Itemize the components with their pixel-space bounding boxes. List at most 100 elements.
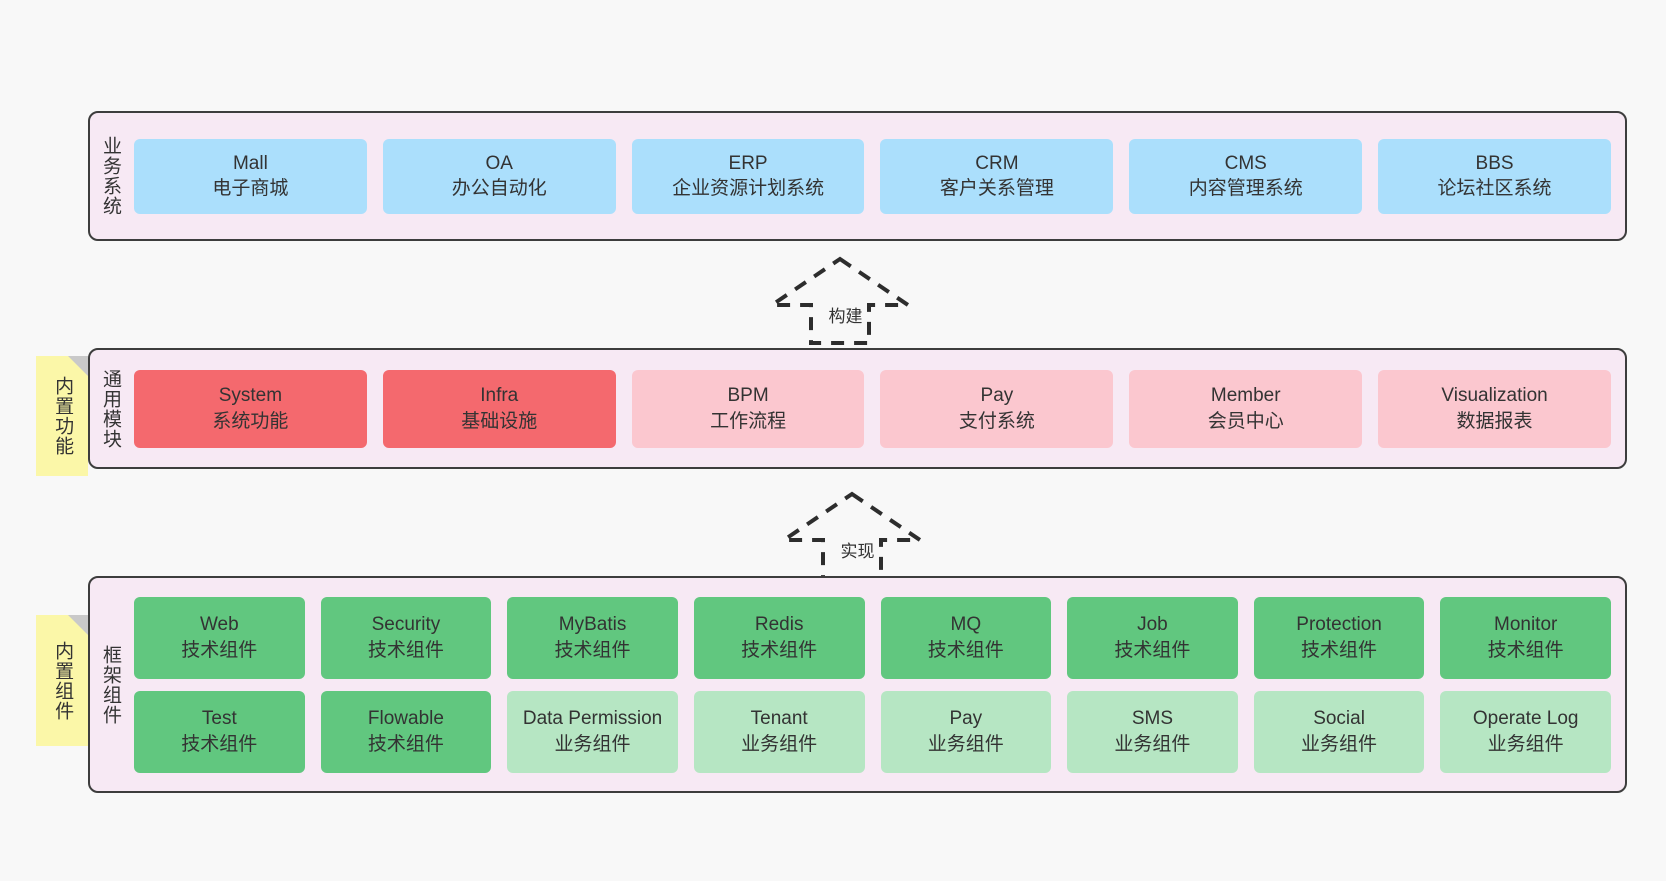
card-oa[interactable]: OA 办公自动化 [382,138,616,214]
card-subtitle: 业务组件 [1301,733,1378,755]
card-subtitle: 客户关系管理 [939,178,1054,199]
card-subtitle: 业务组件 [1487,733,1564,755]
card-title: SMS [1131,708,1174,730]
card-subtitle: 技术组件 [1487,639,1564,661]
card-sms[interactable]: SMS 业务组件 [1067,690,1238,773]
card-job[interactable]: Job 技术组件 [1067,596,1238,679]
card-mybatis[interactable]: MyBatis 技术组件 [507,596,678,679]
card-subtitle: 基础设施 [461,410,538,432]
card-title: Member [1210,385,1281,407]
card-subtitle: 电子商城 [212,178,289,199]
layer-framework-components: 框架组件 Web 技术组件 Security 技术组件 MyBatis 技术组件… [88,576,1627,793]
card-crm[interactable]: CRM 客户关系管理 [880,138,1114,214]
card-subtitle: 会员中心 [1207,410,1284,432]
card-title: System [218,385,283,407]
card-title: Web [199,614,239,636]
card-cms[interactable]: CMS 内容管理系统 [1129,138,1363,214]
card-subtitle: 系统功能 [212,410,289,432]
card-title: Operate Log [1472,708,1579,730]
card-subtitle: 技术组件 [554,639,631,661]
card-infra[interactable]: Infra 基础设施 [382,369,616,448]
card-title: Job [1137,614,1168,636]
sticky-note-builtin-features: 内置功能 [36,356,88,476]
card-title: Protection [1296,614,1382,636]
card-test[interactable]: Test 技术组件 [134,690,305,773]
card-title: CRM [975,152,1019,174]
card-subtitle: 业务组件 [927,733,1004,755]
arrow-build: 构建 [760,255,920,347]
arrow-label-implement: 实现 [840,542,875,561]
card-title: ERP [728,152,768,174]
card-row: System 系统功能 Infra 基础设施 BPM 工作流程 Pay 支付系统… [134,369,1611,448]
card-subtitle: 业务组件 [741,733,818,755]
layer-business-systems: 业务系统 Mall 电子商城 OA 办公自动化 ERP 企业资源计划系统 CRM [88,111,1627,241]
card-bpm[interactable]: BPM 工作流程 [631,369,865,448]
layer-title-common-modules: 通用模块 [99,368,121,449]
card-member[interactable]: Member 会员中心 [1129,369,1363,448]
card-title: Test [201,708,237,730]
card-system[interactable]: System 系统功能 [134,369,367,448]
layer-body-framework-components: Web 技术组件 Security 技术组件 MyBatis 技术组件 Redi… [130,578,1625,791]
card-title: Flowable [367,708,444,730]
card-subtitle: 业务组件 [554,733,631,755]
card-title: MQ [950,614,982,636]
sticky-note-builtin-components: 内置组件 [36,615,88,746]
arrow-up-dashed-icon [765,256,915,345]
arrow-implement: 实现 [772,490,932,582]
card-subtitle: 技术组件 [367,733,444,755]
card-tenant[interactable]: Tenant 业务组件 [693,690,865,773]
card-subtitle: 技术组件 [367,639,444,661]
card-pay-module[interactable]: Pay 支付系统 [880,369,1114,448]
card-pay-component[interactable]: Pay 业务组件 [880,690,1052,773]
card-mall[interactable]: Mall 电子商城 [134,138,367,214]
card-subtitle: 技术组件 [1301,639,1378,661]
card-security[interactable]: Security 技术组件 [320,596,492,679]
arrow-up-dashed-icon [777,491,927,580]
card-subtitle: 技术组件 [741,639,818,661]
sticky-note-label: 内置组件 [52,640,74,721]
card-monitor[interactable]: Monitor 技术组件 [1440,596,1611,679]
card-title: BPM [727,385,769,407]
card-redis[interactable]: Redis 技术组件 [693,596,865,679]
card-title: MyBatis [558,614,627,636]
card-subtitle: 技术组件 [181,639,258,661]
layer-title-business-systems: 业务系统 [99,136,121,216]
card-subtitle: 内容管理系统 [1188,178,1303,199]
arrow-label-build: 构建 [828,307,863,326]
layer-title-framework-components: 框架组件 [99,644,121,725]
card-subtitle: 技术组件 [1114,639,1191,661]
card-social[interactable]: Social 业务组件 [1253,690,1425,773]
card-subtitle: 论坛社区系统 [1437,178,1552,199]
card-title: Monitor [1494,614,1558,636]
card-title: Security [371,614,441,636]
card-subtitle: 技术组件 [927,639,1004,661]
card-title: BBS [1475,152,1514,174]
card-title: Social [1313,708,1365,730]
card-title: Visualization [1441,385,1548,407]
card-row: Mall 电子商城 OA 办公自动化 ERP 企业资源计划系统 CRM 客户关系… [134,138,1611,214]
card-operate-log[interactable]: Operate Log 业务组件 [1440,690,1611,773]
card-flowable[interactable]: Flowable 技术组件 [320,690,492,773]
card-title: Pay [949,708,983,730]
card-subtitle: 工作流程 [710,410,787,432]
layer-body-common-modules: System 系统功能 Infra 基础设施 BPM 工作流程 Pay 支付系统… [130,350,1625,467]
card-protection[interactable]: Protection 技术组件 [1253,596,1425,679]
layer-common-modules: 通用模块 System 系统功能 Infra 基础设施 BPM 工作流程 Pay [88,348,1627,469]
card-row: Web 技术组件 Security 技术组件 MyBatis 技术组件 Redi… [134,596,1611,679]
sticky-note-label: 内置功能 [52,376,74,456]
card-visualization[interactable]: Visualization 数据报表 [1378,369,1611,448]
card-row: Test 技术组件 Flowable 技术组件 Data Permission … [134,690,1611,773]
card-subtitle: 业务组件 [1114,733,1191,755]
card-title: CMS [1224,152,1267,174]
card-mq[interactable]: MQ 技术组件 [880,596,1052,679]
card-subtitle: 企业资源计划系统 [672,178,825,199]
card-subtitle: 数据报表 [1456,410,1533,432]
card-bbs[interactable]: BBS 论坛社区系统 [1378,138,1611,214]
card-title: Mall [232,152,268,174]
card-title: Tenant [750,708,808,730]
card-erp[interactable]: ERP 企业资源计划系统 [631,138,865,214]
card-web[interactable]: Web 技术组件 [134,596,305,679]
card-subtitle: 办公自动化 [451,178,547,199]
card-data-permission[interactable]: Data Permission 业务组件 [507,690,678,773]
